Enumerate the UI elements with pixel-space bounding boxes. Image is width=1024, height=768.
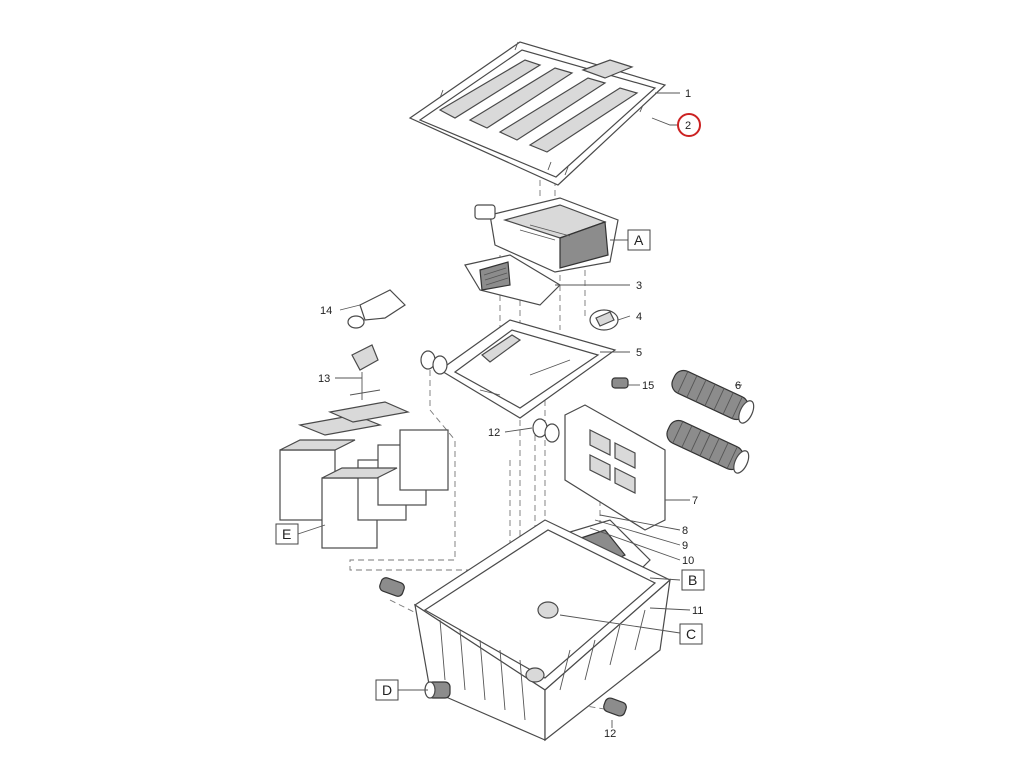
callout-box-D <box>375 679 399 701</box>
callout-13: 13 <box>318 373 330 385</box>
callout-box-E <box>275 523 299 545</box>
callout-B: B <box>688 572 697 588</box>
callout-12-bottom: 12 <box>604 728 616 740</box>
outlet-connector-part-D <box>424 681 451 699</box>
callout-E: E <box>282 526 291 542</box>
callout-7: 7 <box>692 495 698 507</box>
callout-8: 8 <box>682 525 688 537</box>
callout-box-B <box>681 569 705 591</box>
callout-C: C <box>686 626 696 642</box>
callout-12-middle: 12 <box>488 427 500 439</box>
seal-rings-part-12 <box>420 350 560 443</box>
callout-A: A <box>634 232 644 248</box>
lid-part-1 <box>408 41 667 186</box>
callout-leader-lines <box>297 92 742 728</box>
callout-6: 6 <box>735 380 741 392</box>
callout-3: 3 <box>636 280 642 292</box>
clip-part-15 <box>611 377 629 389</box>
callout-11: 11 <box>692 605 703 617</box>
highlight-ring <box>677 113 701 137</box>
handle-part-14 <box>347 289 406 329</box>
callout-box-A <box>627 229 651 251</box>
tray-part-3 <box>464 254 561 306</box>
callout-5: 5 <box>636 347 642 359</box>
filter-foam-part-E <box>279 401 449 549</box>
knob-part-4 <box>589 309 619 331</box>
connectors-part-12 <box>379 577 627 717</box>
numeric-callouts: 1 2 3 4 5 15 6 7 8 9 10 11 12 12 13 14 <box>318 88 741 740</box>
callout-box-C <box>679 623 703 645</box>
callout-2: 2 <box>685 120 691 132</box>
callout-D: D <box>382 682 392 698</box>
housing-part-11 <box>413 519 672 742</box>
plate-part-7 <box>564 404 666 531</box>
callout-1: 1 <box>685 88 691 100</box>
cylinder-part-6 <box>666 369 755 474</box>
callout-14: 14 <box>320 305 332 317</box>
callout-10: 10 <box>682 555 694 567</box>
bracket-part-13 <box>349 344 381 400</box>
filter-head-part-A <box>474 197 619 273</box>
frame-part-5 <box>438 319 617 419</box>
callout-9: 9 <box>682 540 688 552</box>
letter-callouts: A B C D E <box>275 229 705 701</box>
callout-4: 4 <box>636 311 642 323</box>
callout-15: 15 <box>642 380 654 392</box>
